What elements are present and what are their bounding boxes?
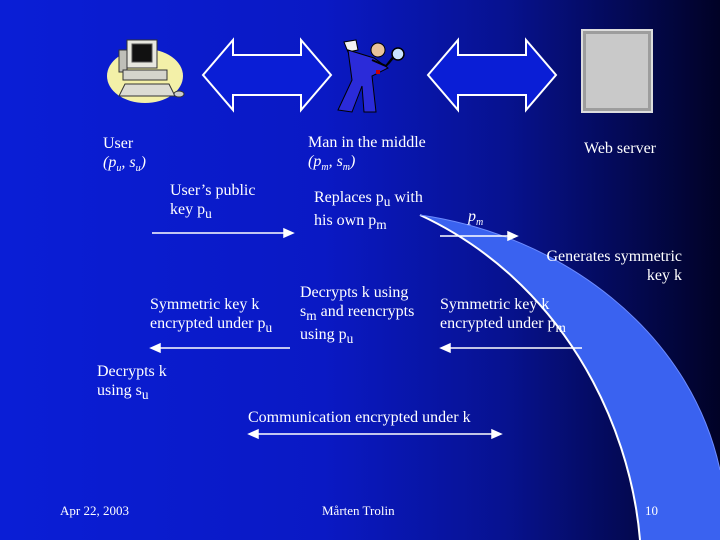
- footer-author: Mårten Trolin: [322, 503, 395, 518]
- double-arrow-icon: [201, 37, 333, 113]
- server-box-icon: [581, 29, 653, 113]
- generates-text: Generates symmetric key k: [546, 248, 683, 284]
- sym-key-right-text: Symmetric key k encrypted under pm: [440, 296, 566, 336]
- user-label: User (pu, su): [103, 135, 146, 175]
- user-public-key-text: User’s public key pu: [170, 182, 256, 222]
- double-arrow-icon: [426, 37, 558, 113]
- footer-page-number: 10: [645, 503, 658, 518]
- spy-man-icon: [337, 39, 405, 113]
- user-decrypts-text: Decrypts k using su: [97, 363, 167, 403]
- replaces-text: Replaces pu with his own pm: [314, 189, 423, 233]
- mitm-decrypts-text: Decrypts k using sm and reencrypts using…: [300, 284, 415, 347]
- web-server-label: Web server: [584, 140, 657, 157]
- computer-clipart-icon: [107, 39, 185, 103]
- pm-label: pm: [468, 208, 484, 229]
- sym-key-left-text: Symmetric key k encrypted under pu: [150, 296, 273, 336]
- mitm-label: Man in the middle (pm, sm): [308, 134, 426, 174]
- communication-text: Communication encrypted under k: [248, 409, 471, 426]
- footer-date: Apr 22, 2003: [60, 503, 129, 518]
